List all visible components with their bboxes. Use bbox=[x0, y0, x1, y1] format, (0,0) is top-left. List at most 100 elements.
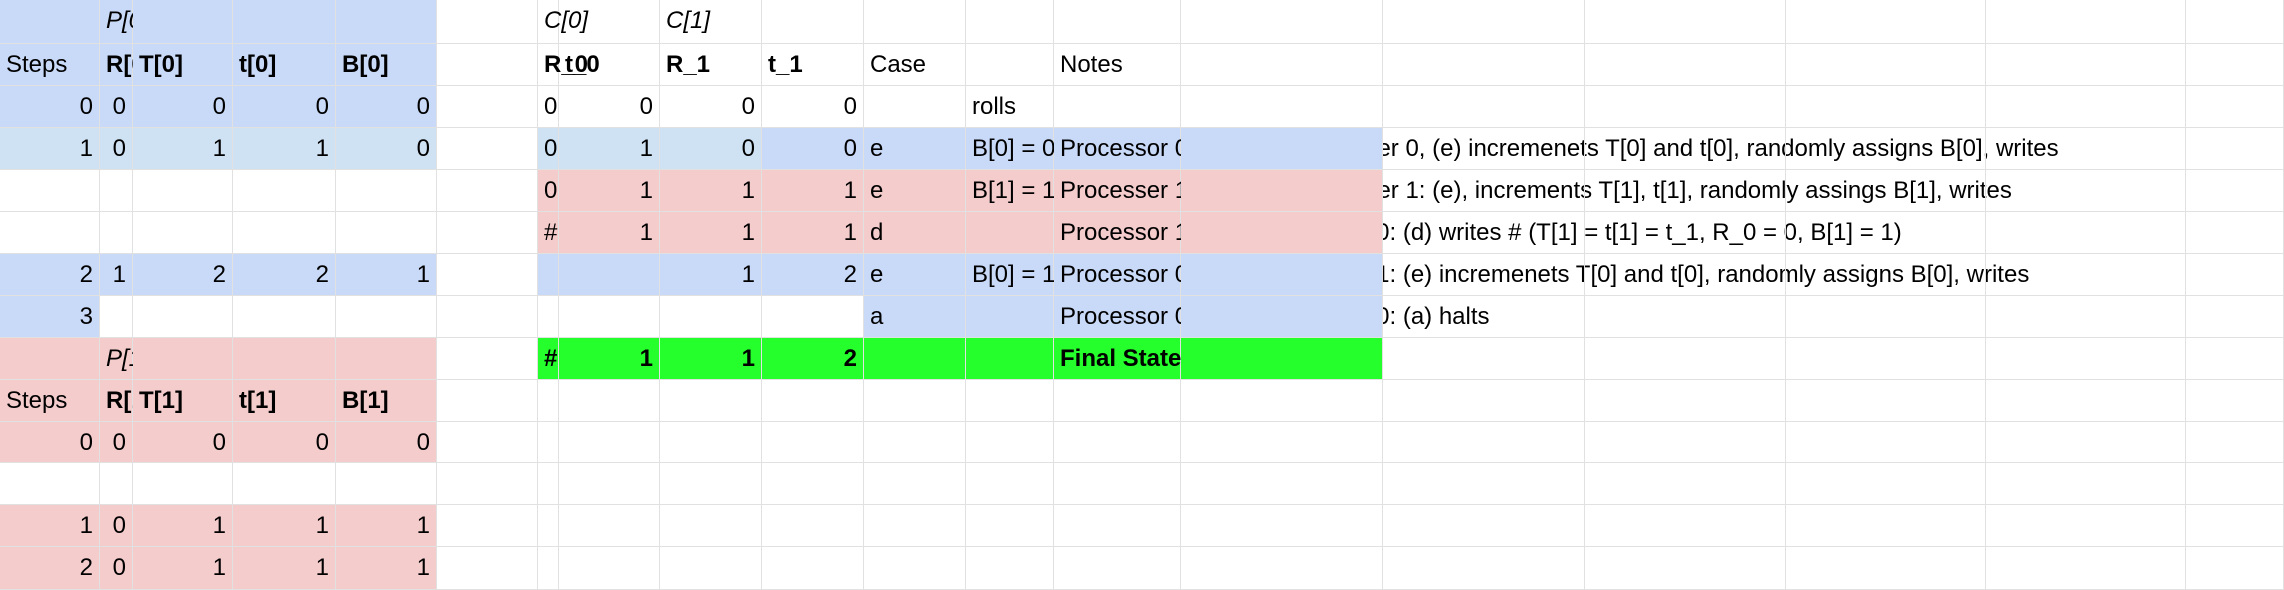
note-row5[interactable]: Processer 1 starts with Register 1: (e),… bbox=[1054, 170, 2012, 212]
cell-r5-c17[interactable] bbox=[1786, 170, 1986, 212]
cell-r9-c9[interactable]: 1 bbox=[660, 338, 762, 380]
rolls-label[interactable]: rolls bbox=[966, 86, 1054, 128]
cell-r3-c13[interactable] bbox=[1054, 86, 1181, 128]
cell-r5-c8[interactable]: 1 bbox=[559, 170, 660, 212]
cell-r3-c9[interactable]: 0 bbox=[660, 86, 762, 128]
cell-r10-c13[interactable] bbox=[1054, 380, 1181, 422]
cell-r2-c15[interactable] bbox=[1383, 44, 1585, 86]
cell-r1-c1[interactable] bbox=[0, 0, 100, 44]
steps-header-p1[interactable]: Steps bbox=[0, 380, 100, 422]
cell-r9-c12[interactable] bbox=[966, 338, 1054, 380]
cell-r14-c17[interactable] bbox=[1786, 547, 1986, 590]
cell-r2-c14[interactable] bbox=[1181, 44, 1383, 86]
cell-r4-c1[interactable]: 1 bbox=[0, 128, 100, 170]
R_1-header[interactable]: R_1 bbox=[660, 44, 762, 86]
cell-r10-c8[interactable] bbox=[559, 380, 660, 422]
cell-r11-c4[interactable]: 0 bbox=[233, 422, 336, 463]
cell-r13-c6[interactable] bbox=[437, 505, 538, 547]
cell-r12-c18[interactable] bbox=[1986, 463, 2186, 505]
cell-r4-c15[interactable] bbox=[1383, 128, 1585, 170]
cell-r14-c2[interactable]: 0 bbox=[100, 547, 133, 590]
cell-r3-c15[interactable] bbox=[1383, 86, 1585, 128]
cell-r7-c17[interactable] bbox=[1786, 254, 1986, 296]
cell-r10-c6[interactable] bbox=[437, 380, 538, 422]
cell-r11-c8[interactable] bbox=[559, 422, 660, 463]
cell-r4-c11[interactable]: e bbox=[864, 128, 966, 170]
cell-r12-c6[interactable] bbox=[437, 463, 538, 505]
cell-r11-c15[interactable] bbox=[1383, 422, 1585, 463]
cell-r10-c15[interactable] bbox=[1383, 380, 1585, 422]
cell-r1-c4[interactable] bbox=[233, 0, 336, 44]
cell-r6-c7[interactable]: # bbox=[538, 212, 559, 254]
cell-r5-c12[interactable]: B[1] = 1 bbox=[966, 170, 1055, 212]
cell-r3-c11[interactable] bbox=[864, 86, 966, 128]
cell-r8-c8[interactable] bbox=[559, 296, 660, 338]
cell-r11-c16[interactable] bbox=[1585, 422, 1786, 463]
cell-r7-c9[interactable]: 1 bbox=[660, 254, 762, 296]
cell-r13-c14[interactable] bbox=[1181, 505, 1383, 547]
cell-r9-c10[interactable]: 2 bbox=[762, 338, 864, 380]
cell-r8-c14[interactable] bbox=[1181, 296, 1383, 338]
t0-header[interactable]: t[0] bbox=[233, 44, 336, 86]
T1-header[interactable]: T[1] bbox=[133, 380, 233, 422]
cell-r12-c5[interactable] bbox=[336, 463, 437, 505]
cell-r13-c12[interactable] bbox=[966, 505, 1054, 547]
cell-r4-c14[interactable] bbox=[1181, 128, 1383, 170]
cell-r8-c11[interactable]: a bbox=[864, 296, 966, 338]
cell-r14-c6[interactable] bbox=[437, 547, 538, 590]
cell-r11-c7[interactable] bbox=[538, 422, 559, 463]
c0-label[interactable]: C[0] bbox=[538, 0, 588, 44]
cell-r12-c17[interactable] bbox=[1786, 463, 1986, 505]
cell-r11-c6[interactable] bbox=[437, 422, 538, 463]
cell-r10-c16[interactable] bbox=[1585, 380, 1786, 422]
cell-r8-c2[interactable] bbox=[100, 296, 133, 338]
cell-r6-c18[interactable] bbox=[1986, 212, 2186, 254]
cell-r8-c19[interactable] bbox=[2186, 296, 2284, 338]
t1-header[interactable]: t[1] bbox=[233, 380, 336, 422]
cell-r13-c13[interactable] bbox=[1054, 505, 1181, 547]
cell-r3-c19[interactable] bbox=[2186, 86, 2284, 128]
cell-r14-c19[interactable] bbox=[2186, 547, 2284, 590]
cell-r4-c2[interactable]: 0 bbox=[100, 128, 133, 170]
cell-r2-c19[interactable] bbox=[2186, 44, 2284, 86]
cell-r4-c7[interactable]: 0 bbox=[538, 128, 559, 170]
cell-r11-c13[interactable] bbox=[1054, 422, 1181, 463]
cell-r9-c19[interactable] bbox=[2186, 338, 2284, 380]
cell-r4-c6[interactable] bbox=[437, 128, 538, 170]
steps-header[interactable]: Steps bbox=[0, 44, 100, 86]
cell-r4-c12[interactable]: B[0] = 0 bbox=[966, 128, 1055, 170]
cell-r12-c1[interactable] bbox=[0, 463, 100, 505]
cell-r9-c4[interactable] bbox=[233, 338, 336, 380]
cell-r6-c15[interactable] bbox=[1383, 212, 1585, 254]
cell-r4-c10[interactable]: 0 bbox=[762, 128, 864, 170]
cell-r4-c8[interactable]: 1 bbox=[559, 128, 660, 170]
cell-r12-c9[interactable] bbox=[660, 463, 762, 505]
R_0-header[interactable]: R_0 bbox=[538, 44, 588, 86]
cell-r9-c1[interactable] bbox=[0, 338, 100, 380]
cell-r2-c12[interactable] bbox=[966, 44, 1054, 86]
cell-r14-c5[interactable]: 1 bbox=[336, 547, 437, 590]
cell-r8-c4[interactable] bbox=[233, 296, 336, 338]
cell-r1-c10[interactable] bbox=[762, 0, 864, 44]
cell-r7-c1[interactable]: 2 bbox=[0, 254, 100, 296]
cell-r8-c18[interactable] bbox=[1986, 296, 2186, 338]
cell-r10-c11[interactable] bbox=[864, 380, 966, 422]
cell-r9-c17[interactable] bbox=[1786, 338, 1986, 380]
cell-r12-c13[interactable] bbox=[1054, 463, 1181, 505]
cell-r12-c8[interactable] bbox=[559, 463, 660, 505]
cell-r13-c3[interactable]: 1 bbox=[133, 505, 233, 547]
cell-r9-c7[interactable]: # bbox=[538, 338, 559, 380]
cell-r5-c6[interactable] bbox=[437, 170, 538, 212]
cell-r8-c6[interactable] bbox=[437, 296, 538, 338]
cell-r6-c12[interactable] bbox=[966, 212, 1054, 254]
cell-r11-c19[interactable] bbox=[2186, 422, 2284, 463]
cell-r8-c17[interactable] bbox=[1786, 296, 1986, 338]
cell-r13-c11[interactable] bbox=[864, 505, 966, 547]
cell-r10-c14[interactable] bbox=[1181, 380, 1383, 422]
final-state-label[interactable]: Final State bbox=[1054, 338, 1181, 380]
cell-r7-c8[interactable] bbox=[559, 254, 660, 296]
cell-r5-c1[interactable] bbox=[0, 170, 100, 212]
cell-r10-c12[interactable] bbox=[966, 380, 1054, 422]
cell-r11-c2[interactable]: 0 bbox=[100, 422, 133, 463]
cell-r13-c2[interactable]: 0 bbox=[100, 505, 133, 547]
